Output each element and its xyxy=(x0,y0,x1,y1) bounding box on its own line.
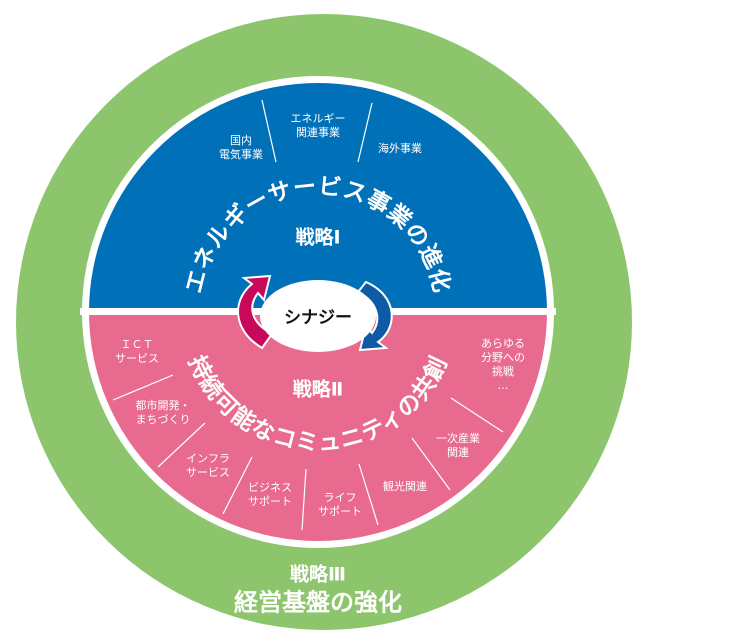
strategy1-half xyxy=(89,83,547,312)
segment-all-fields: あらゆる 分野への 挑戦 … xyxy=(481,337,525,392)
segment-dividers xyxy=(112,99,504,531)
segment-tourism: 観光関連 xyxy=(383,480,427,493)
segment-business-support: ビジネス サポート xyxy=(248,481,292,508)
segment-urban-development: 都市開発・ まちづくり xyxy=(135,399,191,426)
segment-overseas: 海外事業 xyxy=(378,142,422,155)
segment-energy-related: エネルギー 関連事業 xyxy=(290,112,346,139)
strategy2-half xyxy=(89,312,547,541)
synergy-arrow-left-icon xyxy=(237,274,274,350)
strategy3-theme: 経営基盤の強化 xyxy=(234,588,402,617)
segment-ict: ＩＣＴ サービス xyxy=(115,338,159,365)
segment-infrastructure: インフラ サービス xyxy=(186,452,230,479)
segment-primary-industry: 一次産業 関連 xyxy=(436,432,480,459)
synergy-cloud: シナジー xyxy=(237,274,393,352)
segment-life-support: ライフ サポート xyxy=(318,491,362,518)
synergy-label: シナジー xyxy=(284,308,352,328)
segment-domestic-electric: 国内 電気事業 xyxy=(219,134,263,161)
strategy1-label: 戦略Ⅰ xyxy=(295,226,341,249)
strategy2-label: 戦略Ⅱ xyxy=(292,378,344,401)
strategy3-label: 戦略Ⅲ xyxy=(290,563,346,586)
